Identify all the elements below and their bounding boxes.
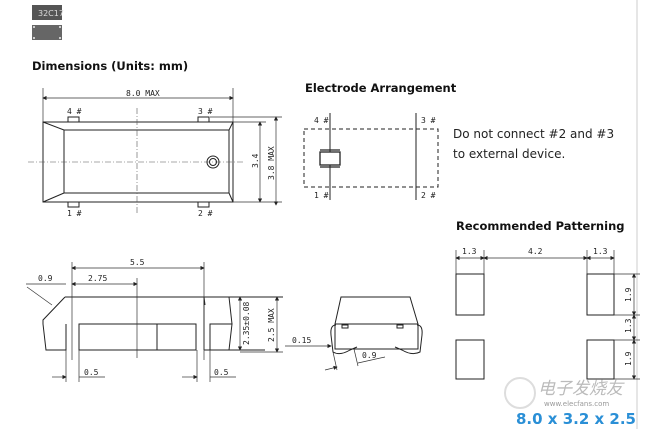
chip-photo-top: 32C17 [32, 5, 64, 20]
land-pattern: 1.3 4.2 1.3 1.9 1.3 1.9 [455, 247, 640, 380]
watermark-logo-icon [504, 377, 536, 409]
pitch-label: 5.5 [130, 258, 145, 267]
electrode-note-line1: Do not connect #2 and #3 [453, 127, 614, 141]
pin-1-label: 1 # [67, 209, 82, 218]
patterning-title: Recommended Patterning [456, 219, 625, 233]
pad [586, 339, 615, 380]
pad-height-bottom-label: 1.9 [624, 351, 633, 366]
pad-spacing-label: 1.3 [624, 318, 633, 333]
electrode-pin-4: 4 # [314, 116, 329, 125]
pad [586, 273, 615, 316]
electrode-title: Electrode Arrangement [305, 81, 457, 95]
crystal-symbol-icon [319, 151, 341, 166]
watermark-size-text: 8.0 x 3.2 x 2.5 [516, 410, 636, 428]
pin-2-label: 2 # [198, 209, 213, 218]
electrode-pin-3: 3 # [421, 116, 436, 125]
pin1-marker-icon [206, 155, 220, 169]
half-pitch-label: 2.75 [88, 274, 107, 283]
lead-thickness-label: 0.15 [292, 336, 311, 345]
pad-gap-label: 4.2 [528, 247, 543, 256]
pad-width-left-label: 1.3 [462, 247, 477, 256]
length-max-label: 8.0 MAX [126, 89, 160, 98]
lead-length-label: 0.9 [362, 351, 377, 360]
chip-photo-bottom [32, 25, 62, 40]
height-max-label: 2.5 MAX [267, 308, 276, 342]
pad-height-top-label: 1.9 [624, 287, 633, 302]
width-label: 3.4 [251, 153, 260, 168]
watermark-url: www.elecfans.com [544, 400, 609, 408]
pad [455, 273, 485, 316]
top-view: 8.0 MAX 4 # 3 # 1 # 2 # 3.4 3.8 MAX [28, 88, 282, 218]
electrode-pin-1: 1 # [314, 191, 329, 200]
pad [455, 339, 485, 380]
end-view: 0.15 0.9 [285, 296, 423, 371]
pad-width-right-label: 1.3 [593, 247, 608, 256]
part-marking: 32C17 [38, 9, 64, 18]
side-view: 5.5 2.75 0.9 0.5 0.5 2.35±0.08 2.5 MAX [26, 258, 283, 382]
electrode-pin-2: 2 # [421, 191, 436, 200]
electrode-note-line2: to external device. [453, 147, 565, 161]
dimensions-title: Dimensions (Units: mm) [32, 59, 188, 73]
watermark: 电子发烧友 www.elecfans.com 8.0 x 3.2 x 2.5 [504, 377, 636, 428]
pin-3-label: 3 # [198, 107, 213, 116]
pin-4-label: 4 # [67, 107, 82, 116]
watermark-brand: 电子发烧友 [538, 379, 625, 399]
lead-left-label: 0.5 [84, 368, 99, 377]
lead-right-label: 0.5 [214, 368, 229, 377]
height-label: 2.35±0.08 [242, 301, 251, 345]
electrode-diagram: 4 # 3 # 1 # 2 # [303, 113, 439, 200]
width-max-label: 3.8 MAX [267, 146, 276, 180]
chamfer-label: 0.9 [38, 274, 53, 283]
